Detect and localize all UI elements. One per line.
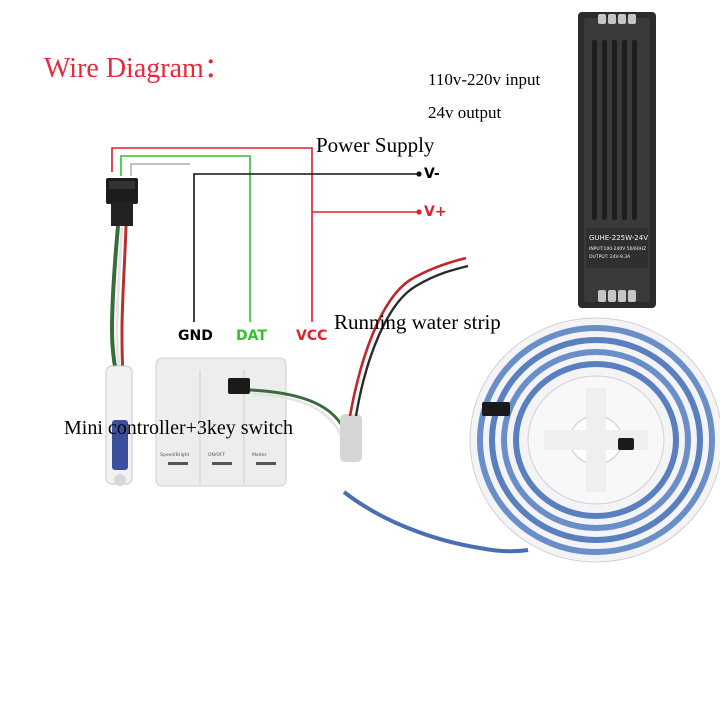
button-onoff-label: ON/OFF [208,452,226,458]
psu-spec-line-1: INPUT:100-240V 50/60HZ [589,246,646,252]
psu-spec-line-2: OUTPUT: 24V-9.3A [589,254,631,260]
led-strip-reel [469,317,720,563]
strip-label: Running water strip [334,310,501,334]
terminal-negative-label: V- [424,166,440,182]
power-supply-label: Power Supply [316,133,435,157]
vcc-label: VCC [296,328,328,344]
mini-controller [105,365,133,486]
power-supply-unit: GUHE-225W-24V INPUT:100-240V 50/60HZ OUT… [578,12,656,308]
button-speed-label: Speed/Bright [160,452,190,458]
gnd-label: GND [178,328,213,344]
terminal-positive-label: V+ [424,204,447,220]
button-modes-label: Modes [252,452,267,458]
dat-label: DAT [236,328,267,344]
psu-input-text: 110v-220v input [428,70,541,89]
gnd-wire [193,173,418,322]
diagram-title: Wire Diagram： [44,53,232,84]
vcc-wire [111,147,313,322]
psu-model-text: GUHE-225W-24V [589,234,648,242]
controller-label: Mini controller+3key switch [64,417,294,439]
jst-connector [106,178,138,226]
psu-output-text: 24v output [428,103,502,122]
dat-wire [120,155,251,322]
